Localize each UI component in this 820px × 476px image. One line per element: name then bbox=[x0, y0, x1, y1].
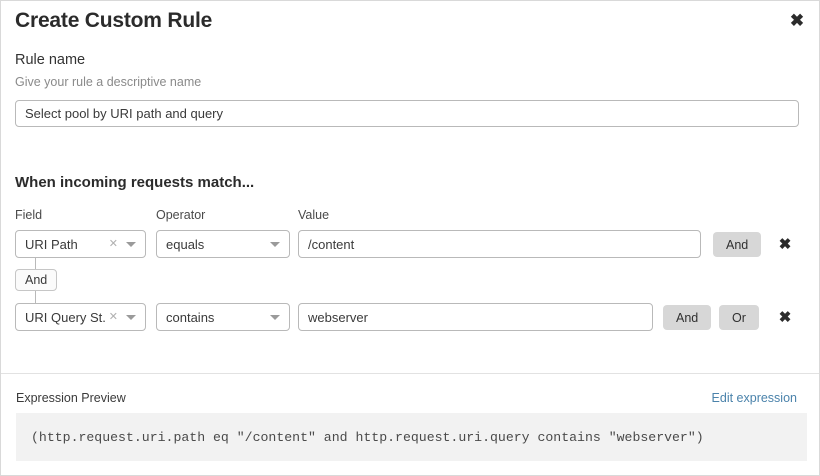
section-divider bbox=[1, 373, 819, 374]
rule-name-label: Rule name bbox=[15, 52, 86, 68]
condition-row: URI Query St... ✕ contains And Or ✖ bbox=[1, 303, 819, 331]
operator-select-1-value: equals bbox=[166, 236, 205, 252]
field-select-1[interactable]: URI Path ✕ bbox=[15, 230, 146, 258]
clear-icon[interactable]: ✕ bbox=[108, 310, 118, 323]
chevron-down-icon bbox=[126, 314, 136, 320]
expression-preview-label: Expression Preview bbox=[16, 391, 126, 405]
clear-icon[interactable]: ✕ bbox=[108, 237, 118, 250]
column-header-operator: Operator bbox=[156, 208, 206, 222]
field-select-2-value: URI Query St... bbox=[25, 309, 105, 325]
column-header-value: Value bbox=[298, 208, 330, 222]
field-select-2[interactable]: URI Query St... ✕ bbox=[15, 303, 146, 331]
dialog-title: Create Custom Rule bbox=[15, 9, 213, 32]
connector-line-bottom bbox=[35, 291, 36, 303]
value-input-2[interactable] bbox=[298, 303, 653, 331]
or-button-2[interactable]: Or bbox=[719, 305, 759, 330]
and-button-1[interactable]: And bbox=[713, 232, 762, 257]
expression-preview-text: (http.request.uri.path eq "/content" and… bbox=[31, 429, 704, 445]
edit-expression-link[interactable]: Edit expression bbox=[711, 391, 797, 405]
chevron-down-icon bbox=[270, 314, 280, 320]
operator-select-2[interactable]: contains bbox=[156, 303, 290, 331]
chevron-down-icon bbox=[270, 241, 280, 247]
field-select-1-value: URI Path bbox=[25, 236, 78, 252]
condition-row: URI Path ✕ equals And ✖ bbox=[1, 230, 819, 258]
match-section-heading: When incoming requests match... bbox=[15, 174, 255, 191]
connector-and-chip[interactable]: And bbox=[15, 269, 58, 291]
column-header-field: Field bbox=[15, 208, 43, 222]
expression-preview-box: (http.request.uri.path eq "/content" and… bbox=[16, 413, 807, 461]
delete-condition-2-icon[interactable]: ✖ bbox=[774, 306, 796, 328]
rule-name-help-text: Give your rule a descriptive name bbox=[15, 75, 202, 89]
close-icon[interactable]: ✖ bbox=[784, 7, 810, 33]
and-button-2[interactable]: And bbox=[663, 305, 712, 330]
connector-line-top bbox=[35, 258, 36, 269]
rule-name-input[interactable] bbox=[15, 100, 799, 127]
operator-select-1[interactable]: equals bbox=[156, 230, 290, 258]
chevron-down-icon bbox=[126, 241, 136, 247]
operator-select-2-value: contains bbox=[166, 309, 215, 325]
value-input-1[interactable] bbox=[298, 230, 701, 258]
delete-condition-1-icon[interactable]: ✖ bbox=[774, 233, 796, 255]
